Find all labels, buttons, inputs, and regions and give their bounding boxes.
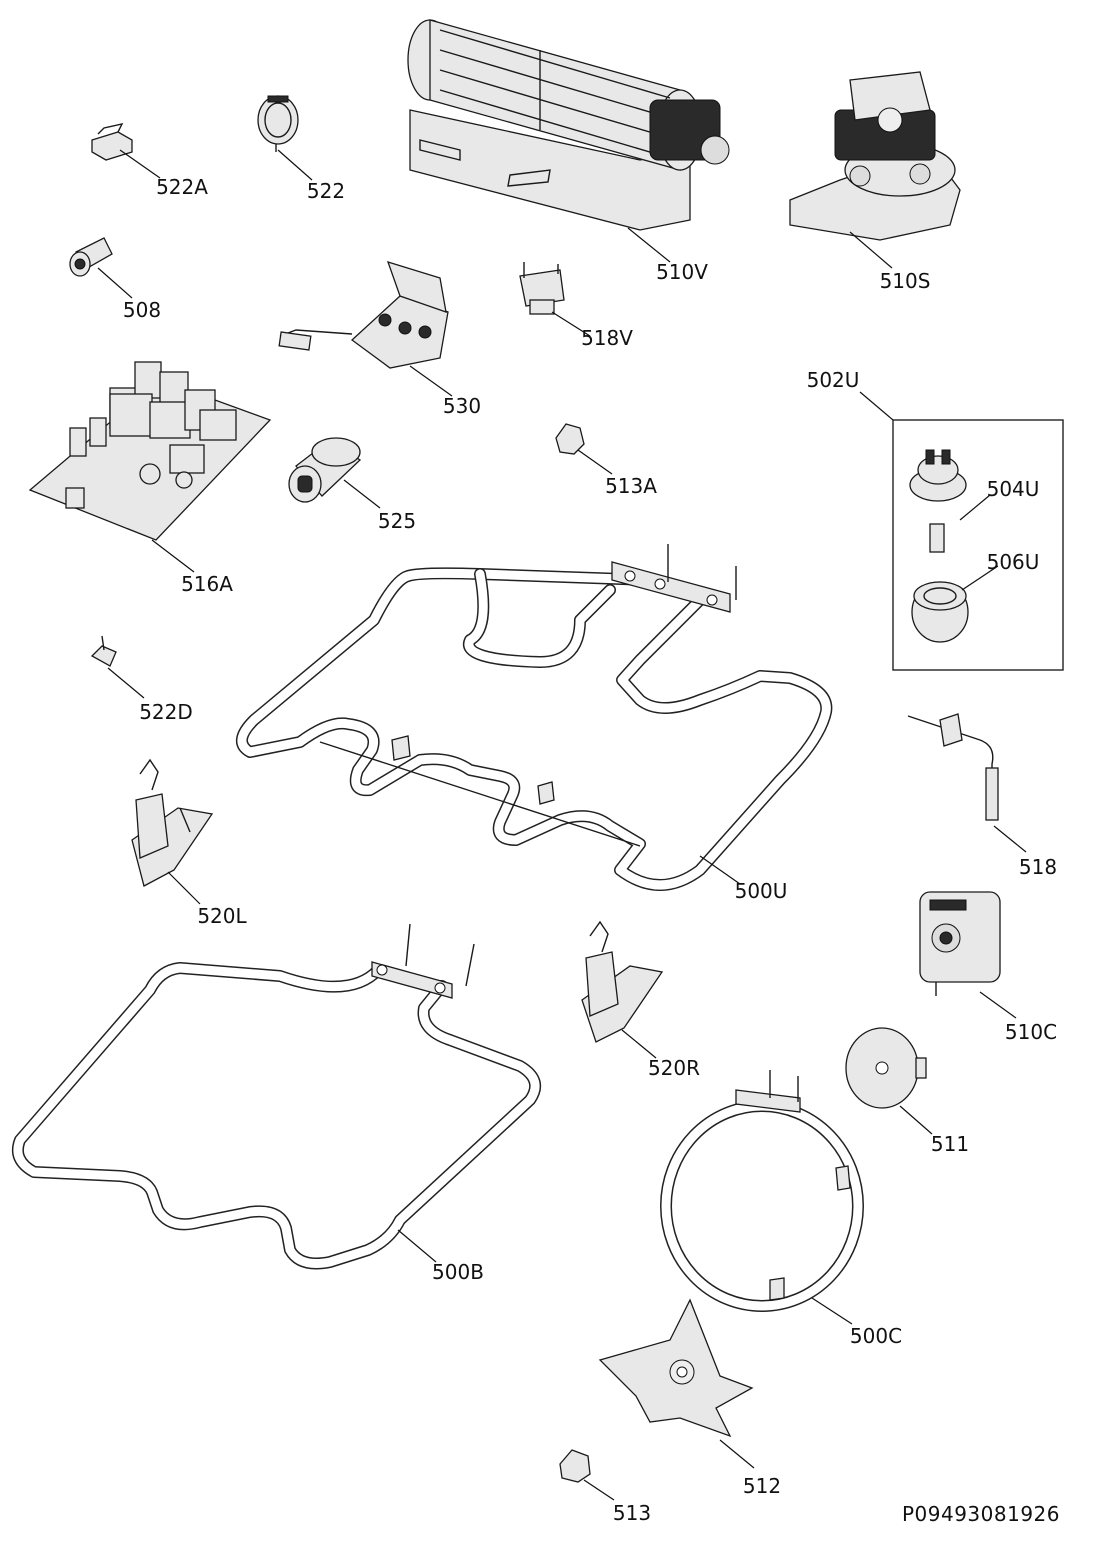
part-522-ring [257, 95, 313, 181]
label-511: 511 [930, 1132, 970, 1156]
label-520R: 520R [647, 1056, 701, 1080]
part-510C-motor [919, 891, 1017, 1019]
part-530-terminal-block [278, 260, 453, 397]
part-525-capacitor [288, 437, 381, 509]
label-512: 512 [742, 1474, 782, 1498]
label-522: 522 [306, 179, 346, 203]
part-500B-bottom-element [11, 923, 542, 1270]
label-522D: 522D [139, 700, 193, 724]
part-518V-thermostat [519, 262, 591, 337]
part-520L-hinge [131, 758, 214, 905]
label-510V: 510V [656, 260, 708, 284]
label-513: 513 [612, 1501, 652, 1525]
part-508-lamp-holder [69, 237, 133, 299]
label-525: 525 [377, 509, 417, 533]
part-516A-control-board [28, 361, 272, 573]
part-520R-hinge [581, 920, 664, 1059]
label-506U: 506U [986, 550, 1040, 574]
part-513-nut [559, 1449, 615, 1501]
document-id: P09493081926 [901, 1502, 1060, 1526]
part-522D-clip [90, 635, 145, 699]
part-513A-nut [555, 423, 613, 475]
label-508: 508 [122, 298, 162, 322]
label-504U: 504U [986, 477, 1040, 501]
part-500U-grill-element [236, 544, 833, 891]
part-510V-tangential-fan [407, 19, 730, 263]
label-513A: 513A [605, 474, 657, 498]
label-516A: 516A [181, 572, 233, 596]
label-500U: 500U [734, 879, 788, 903]
part-518-sensor [907, 713, 1027, 853]
label-510S: 510S [879, 269, 931, 293]
label-502U: 502U [806, 368, 860, 392]
part-511-fan-disc [845, 1027, 933, 1135]
label-530: 530 [442, 394, 482, 418]
label-522A: 522A [156, 175, 208, 199]
label-518: 518 [1018, 855, 1058, 879]
part-500C-round-element [660, 1070, 864, 1325]
part-512-fan-blade [598, 1298, 755, 1469]
part-502U-group [859, 391, 1064, 671]
label-520L: 520L [197, 904, 247, 928]
part-510S-blower [789, 71, 961, 269]
label-510C: 510C [1004, 1020, 1058, 1044]
label-518V: 518V [581, 326, 633, 350]
label-500C: 500C [849, 1324, 903, 1348]
label-500B: 500B [432, 1260, 484, 1284]
part-522A-clip [91, 122, 161, 179]
